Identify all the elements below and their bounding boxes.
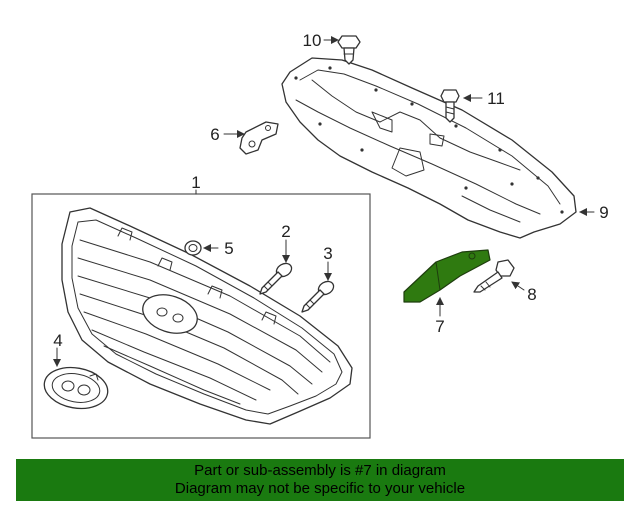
callout-10: 10	[303, 31, 322, 50]
part-2-screw	[259, 262, 293, 295]
callout-1: 1	[191, 173, 200, 192]
callout-labels: 1 2 3 4 5 6 7 8 9 10 11	[53, 31, 608, 350]
callout-8: 8	[527, 285, 536, 304]
part-10-push-clip	[337, 35, 361, 65]
part-4-emblem	[43, 366, 109, 410]
callout-3: 3	[323, 244, 332, 263]
leader-lines	[53, 36, 595, 367]
callout-2: 2	[281, 222, 290, 241]
part-1-grille-box	[31, 193, 371, 439]
callout-9: 9	[599, 203, 608, 222]
banner-line-2: Diagram may not be specific to your vehi…	[174, 480, 466, 497]
callout-5: 5	[224, 239, 233, 258]
callout-7: 7	[435, 317, 444, 336]
part-11-bolt	[440, 89, 460, 123]
callout-11: 11	[487, 89, 505, 108]
callout-4: 4	[53, 331, 62, 350]
callout-6: 6	[210, 125, 219, 144]
part-6-bracket	[239, 121, 279, 155]
part-3-screw	[301, 280, 335, 313]
part-5-grommet	[184, 240, 202, 256]
part-9-radiator-cover	[281, 57, 577, 239]
part-8-bolt	[473, 259, 515, 293]
part-7-highlighted-bracket	[403, 249, 491, 303]
info-banner: Part or sub-assembly is #7 in diagram Di…	[16, 459, 624, 501]
banner-line-1: Part or sub-assembly is #7 in diagram	[194, 462, 446, 479]
